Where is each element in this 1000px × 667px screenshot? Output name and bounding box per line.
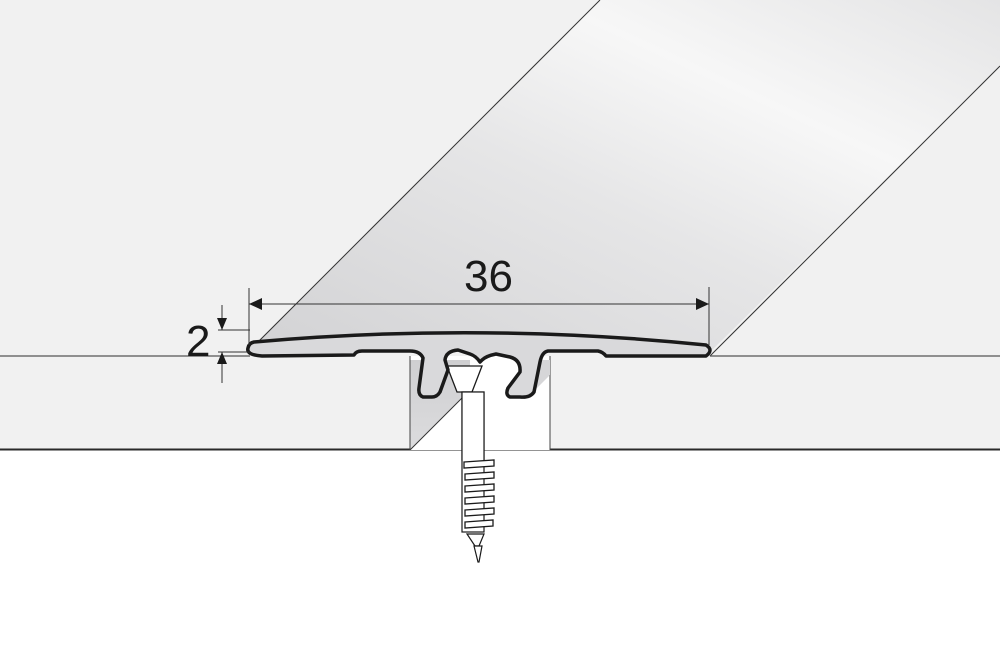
height-dimension-label: 2	[186, 317, 210, 366]
arrow-up-icon	[217, 352, 227, 364]
lower-background	[0, 450, 1000, 667]
strip-right-edge-line	[709, 65, 1000, 357]
screw-icon	[446, 365, 495, 563]
strip-left-edge-line	[247, 0, 601, 353]
arrow-right-icon	[696, 298, 709, 310]
arrow-down-icon	[217, 318, 227, 330]
screw-threads	[463, 459, 495, 529]
right-floor-panel	[550, 356, 1000, 450]
strip-top-surface	[248, 0, 1000, 352]
width-dimension: 36	[248, 252, 710, 345]
arrow-left-icon	[249, 298, 262, 310]
gap-diagonal	[409, 389, 471, 451]
left-floor-panel	[0, 356, 410, 450]
width-dimension-label: 36	[464, 252, 513, 301]
height-dimension: 2	[186, 305, 250, 383]
t-profile-cross-section	[246, 330, 712, 399]
